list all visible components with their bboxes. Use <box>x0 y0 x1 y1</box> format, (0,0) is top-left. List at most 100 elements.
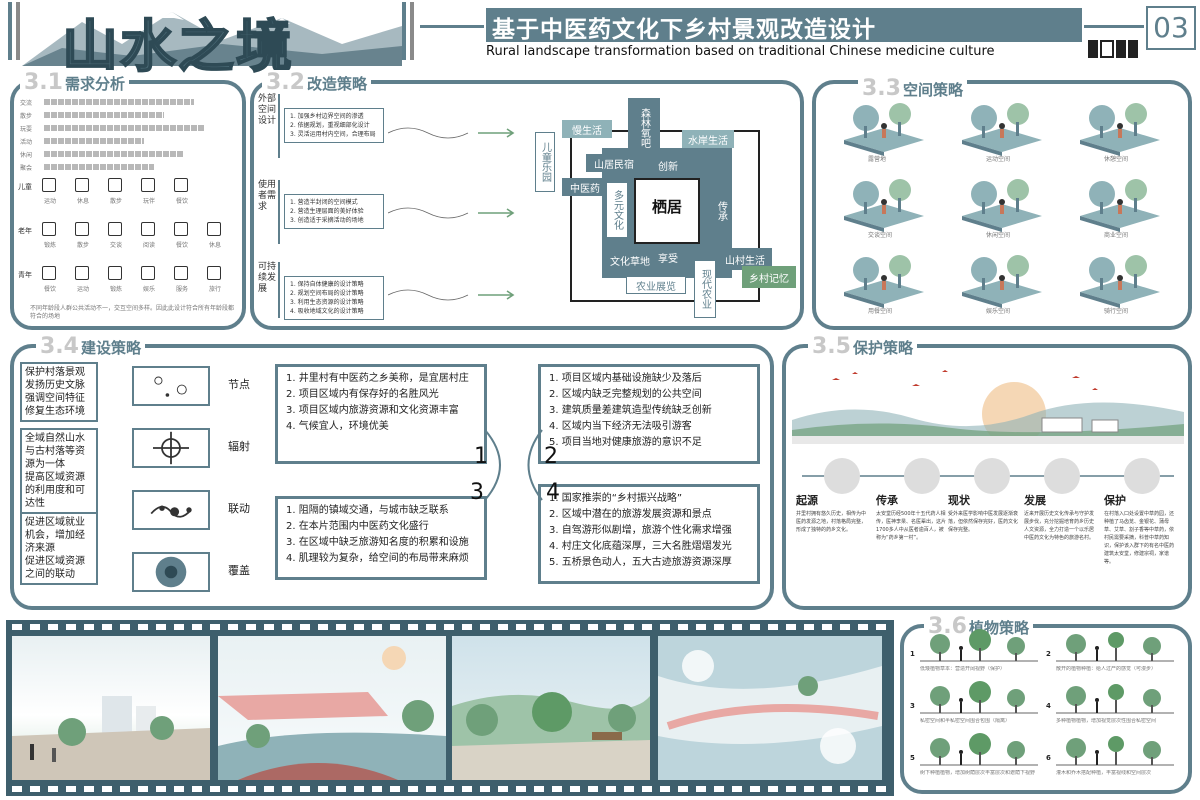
box-line: 3. 自驾游形似剧增，旅游个性化需求增强 <box>549 525 732 536</box>
header-stripe-right <box>402 2 406 60</box>
person-icon <box>42 266 56 280</box>
plant-caption: 私密空间和半私密空间围合包围（隔离） <box>920 718 1011 724</box>
quadrant-connector <box>484 429 543 501</box>
subtitle-cn: 基于中医药文化下乡村景观改造设计 <box>486 8 1082 43</box>
icon-label: 交谈 <box>109 242 122 249</box>
space-illustration <box>1074 248 1164 308</box>
group-item: 1. 营造半封闭的空间模式 <box>290 199 358 206</box>
plant-illustration <box>920 732 1038 768</box>
box-line: 4. 区域内当下经济无法吸引游客 <box>549 421 692 432</box>
inner-bottom: 享受 <box>658 253 678 265</box>
stage-text: 井里村拥有悠久历史，相传为中医药发源之地，村落格局完整，形成了独特的药乡文化。 <box>796 511 867 533</box>
diagram-tag: 山村生活 <box>718 248 772 270</box>
header-stripe-left-2 <box>16 2 20 60</box>
film-holes-top <box>12 624 888 630</box>
person-icon <box>75 266 89 280</box>
plant-illustration <box>920 680 1038 716</box>
plant-num: 6 <box>1046 754 1051 762</box>
group-label: 可持续发展 <box>258 262 277 294</box>
plant-num: 1 <box>910 650 915 658</box>
space-label: 休闲空间 <box>986 232 1011 239</box>
diagram-tag: 多元文化 <box>606 182 628 238</box>
page-title: 山水之境 <box>61 13 294 81</box>
bar <box>44 125 204 131</box>
diagram-tag: 森林氧吧 <box>628 98 660 158</box>
plant-caption: 低矮植物草本：营造开阔视野（保护） <box>920 666 1006 672</box>
inner-right: 传承 <box>715 201 727 221</box>
box-line: 4. 村庄文化底蕴深厚，三大名胜熠熠发光 <box>549 541 732 552</box>
space-label: 交谈空间 <box>868 232 893 239</box>
icon-label: 散步 <box>76 242 89 249</box>
header-line <box>420 25 484 28</box>
group-item: 2. 依据规划，重视细部化设计 <box>290 122 370 129</box>
strategy-text-box: 全域自然山水与古村落等资源为一体提高区域资源的利用度和可达性 <box>20 428 98 514</box>
person-icon <box>174 178 188 192</box>
box-line: 1. 国家推崇的“乡村振兴战略” <box>549 493 683 504</box>
bar-label: 休闲 <box>20 152 33 159</box>
plant-caption: 树下种植植物，增加树荫层次丰富层次和遮荫下视野 <box>920 770 1036 776</box>
box-line: 5. 五桥景色动人，五大古迹旅游资源深厚 <box>549 557 732 568</box>
group-item: 3. 创造适于采摘活动的场地 <box>290 217 364 224</box>
person-icon <box>108 266 122 280</box>
group-divider <box>278 180 280 244</box>
plant-illustration <box>1056 732 1174 768</box>
strategy-line: 强调空间特征 <box>25 393 85 404</box>
box-line: 2. 区域内缺乏完整规划的公共空间 <box>549 389 702 400</box>
box-line: 5. 项目当地对健康旅游的意识不足 <box>549 437 702 448</box>
row-label: 青年 <box>18 271 32 279</box>
plant-caption: 散开的植物种植：给人过产的感觉（可漫步） <box>1056 666 1157 672</box>
diagram-tag: 农业展览 <box>626 276 686 294</box>
strategy-wave-lines <box>388 127 515 301</box>
mountain-illustration <box>22 12 402 66</box>
group-item: 3. 灵活运用村内空间，合理布局 <box>290 131 376 138</box>
person-icon <box>141 266 155 280</box>
stage-title: 起源 <box>796 494 818 507</box>
strategy-line: 之间的联动 <box>25 569 75 580</box>
group-item: 1. 保持自体健康的设计策略 <box>290 281 364 288</box>
space-illustration <box>956 96 1046 156</box>
icon-label: 锻炼 <box>43 242 56 249</box>
strategy-line: 全域自然山水 <box>25 433 85 444</box>
plant-num: 2 <box>1046 650 1051 658</box>
diagram-tag: 儿童乐园 <box>535 132 555 192</box>
group-item: 2. 营造生理层面的美好体验 <box>290 208 364 215</box>
stage-text: 太安堂历经500年十五代药人相传，医神李杲、名医辈出，这片1700多人中从医者逾… <box>876 511 947 541</box>
strategy-line: 提高区域资源 <box>25 472 85 483</box>
quadrant-number-4: 4 <box>546 480 560 505</box>
header-stripe-left <box>8 2 12 60</box>
icon-label: 运动 <box>76 286 89 293</box>
person-icon <box>108 178 122 192</box>
diagram-center-label: 栖居 <box>651 198 682 216</box>
space-illustration <box>1074 96 1164 156</box>
space-label: 商业空间 <box>1104 232 1129 239</box>
mode-icon-box <box>132 366 210 406</box>
stage-title: 现状 <box>948 494 970 507</box>
mode-icon-box <box>132 490 210 530</box>
person-icon <box>141 222 155 236</box>
plant-illustration <box>1056 680 1174 716</box>
space-illustration <box>838 172 928 232</box>
strategy-line: 济来源 <box>25 543 55 554</box>
stage-text: 受外来医学影响中医发展逐渐衰落，但依然保存完好，医药文化保存完整。 <box>948 511 1019 533</box>
box-line: 3. 在区域中缺乏旅游知名度的积累和设施 <box>286 537 469 548</box>
group-item: 3. 利用生态资源的设计策略 <box>290 299 364 306</box>
space-illustration <box>1074 172 1164 232</box>
mode-icon-box <box>132 428 210 468</box>
header-blocks <box>1088 40 1138 58</box>
bar-label: 活动 <box>20 139 33 146</box>
icon-label: 休息 <box>76 198 89 205</box>
mode-label: 辐射 <box>228 440 250 453</box>
box-line: 1. 井里村有中医药之乡美称，是宜居村庄 <box>286 373 469 384</box>
plant-illustration <box>920 628 1038 664</box>
bar-label: 交流 <box>20 100 33 107</box>
diagram-tag: 乡村记忆 <box>742 266 796 288</box>
row-label: 老年 <box>18 227 32 235</box>
quadrant-number-2: 2 <box>544 444 558 469</box>
